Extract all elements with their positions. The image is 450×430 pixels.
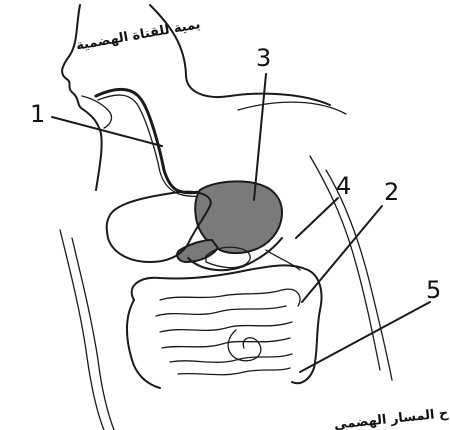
face-outline: [62, 5, 102, 190]
esophagus-inner: [98, 95, 202, 196]
footer-caption: ح المسار الهضمي: [333, 406, 449, 430]
header-title: يمية للقناة الهضمية: [75, 17, 202, 54]
small-intestine: [156, 250, 300, 375]
label-2: 2: [384, 178, 399, 206]
label-5: 5: [426, 276, 441, 304]
body-outline-left: [60, 230, 104, 430]
label-4: 4: [336, 172, 351, 200]
label-3: 3: [256, 44, 271, 72]
body-outline-left-inner: [72, 238, 114, 430]
large-intestine: [132, 265, 322, 383]
ascending-colon: [127, 300, 160, 388]
label-1: 1: [30, 100, 45, 128]
esophagus: [96, 89, 200, 192]
leader-line-4: [296, 198, 338, 238]
